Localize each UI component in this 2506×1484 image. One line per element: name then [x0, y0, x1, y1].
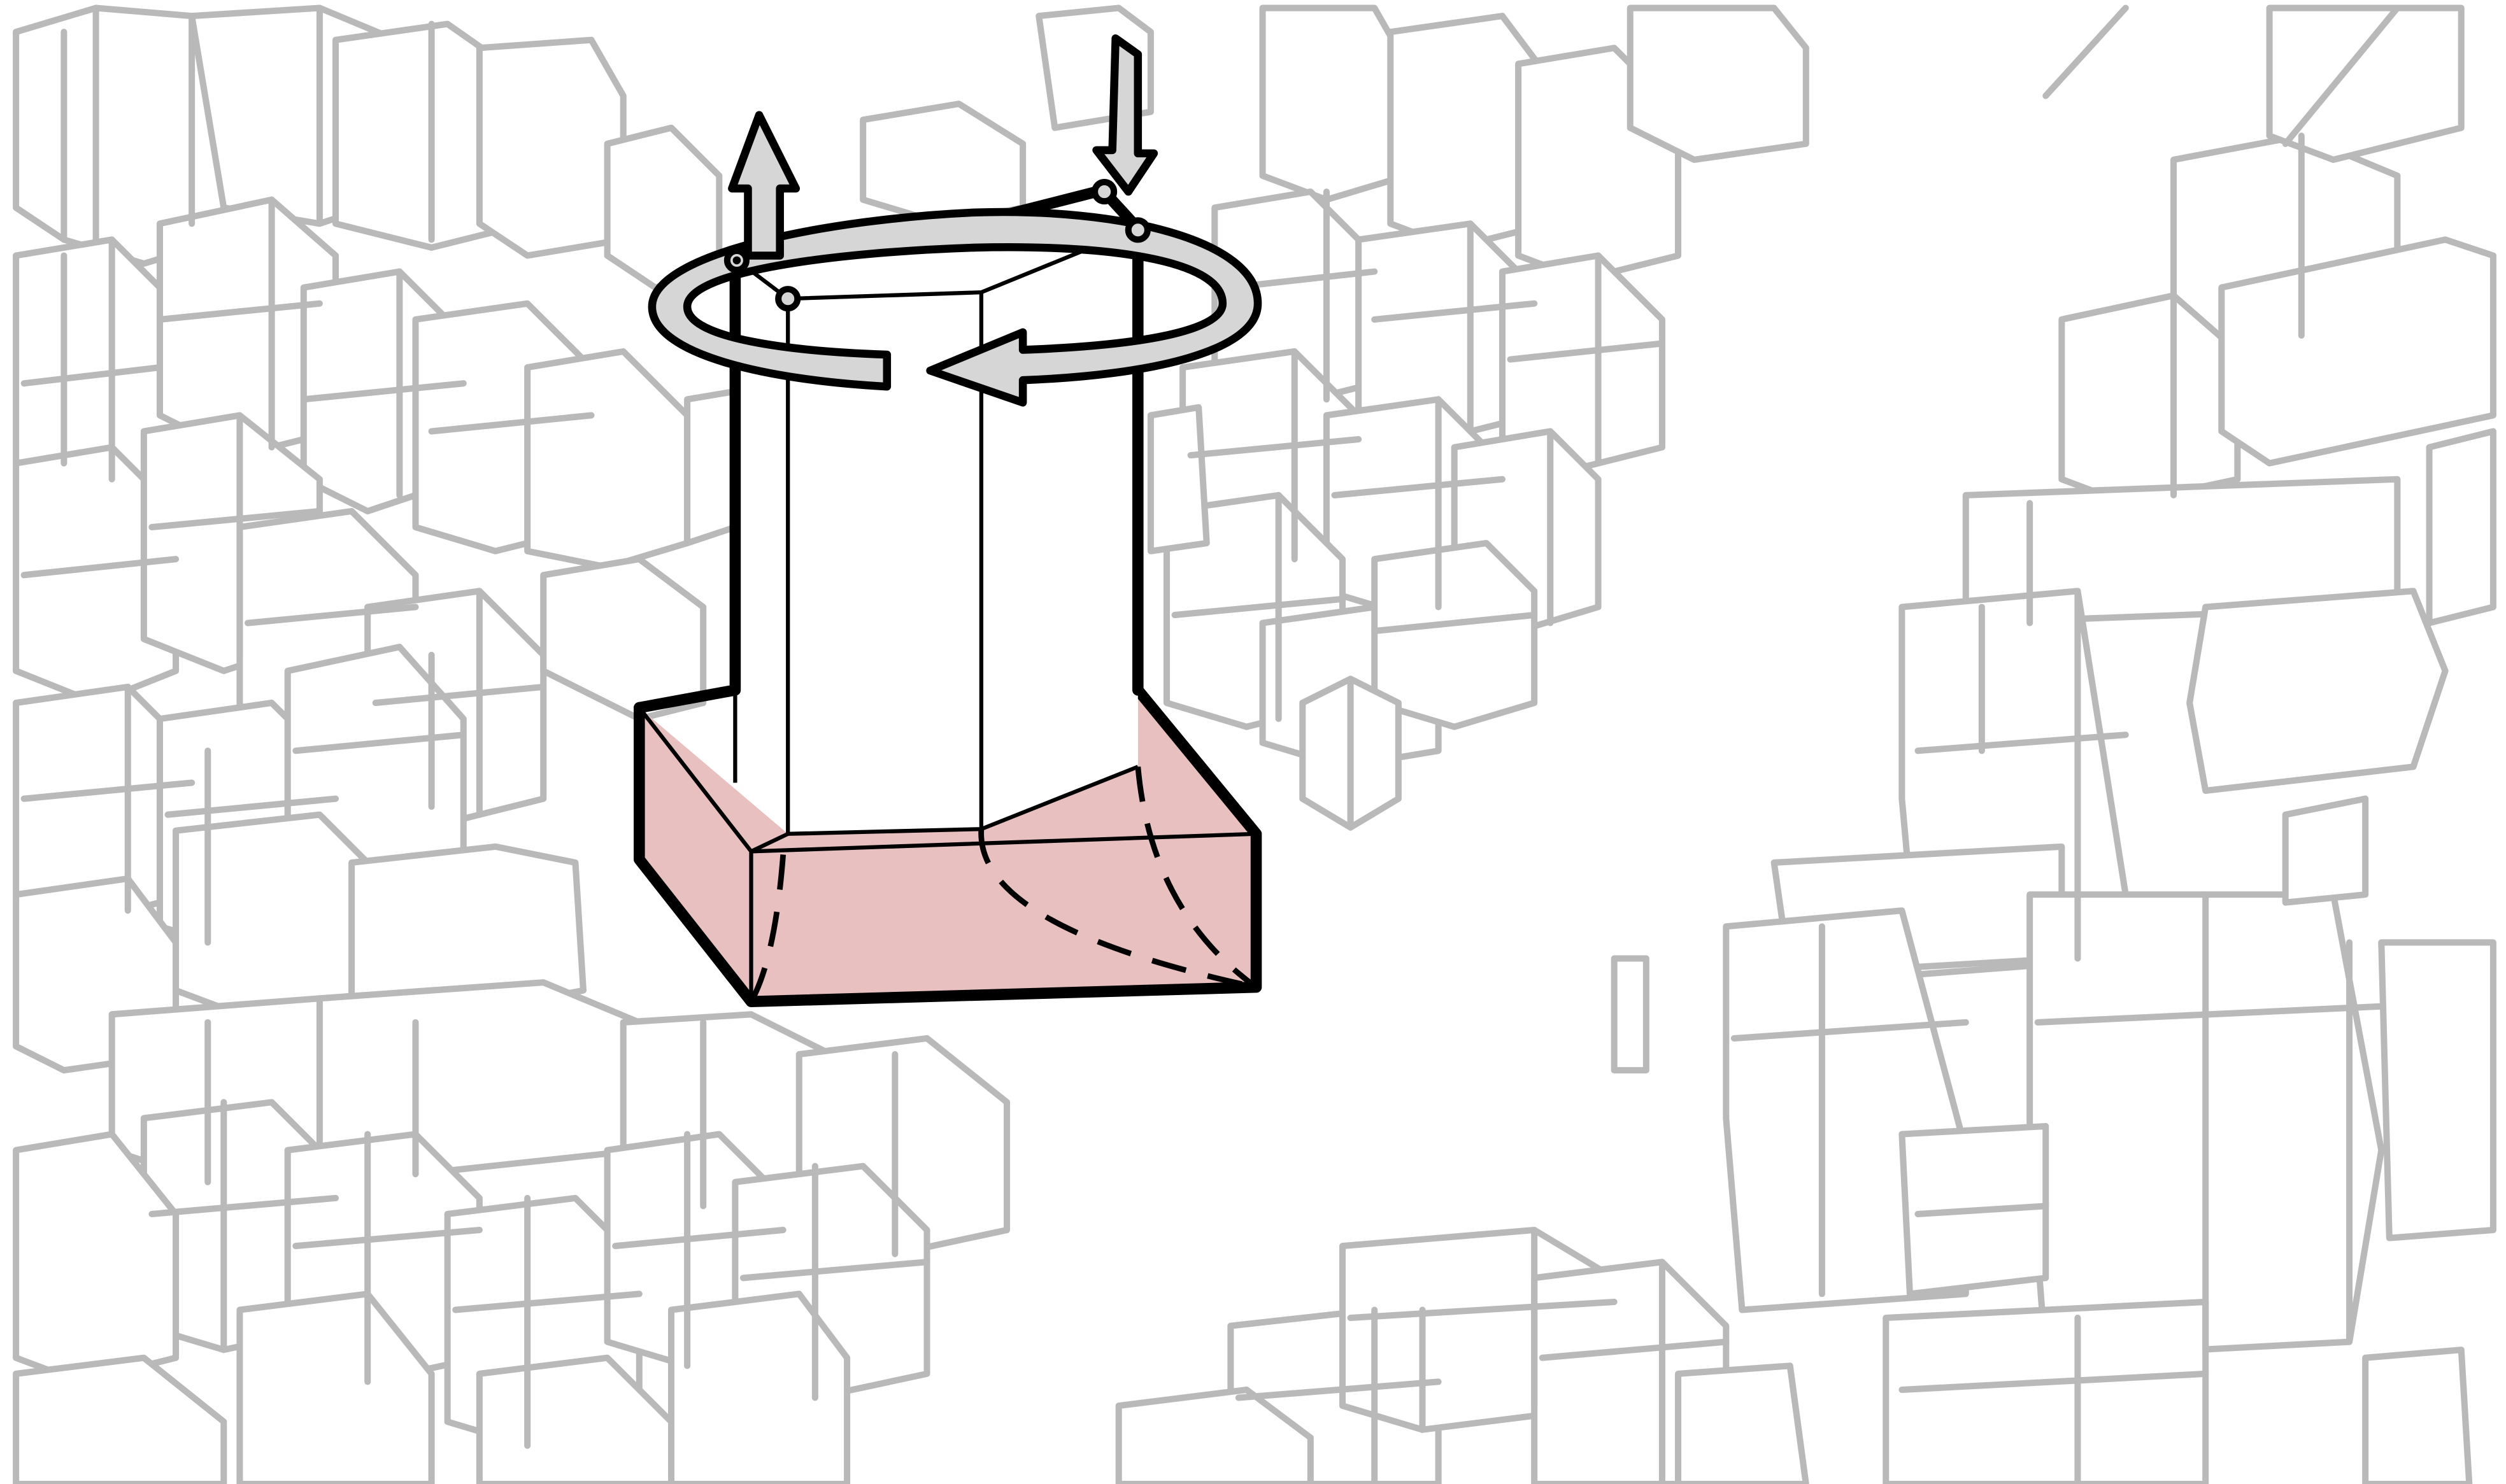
- context-buildings-right: [1726, 8, 2493, 1484]
- tower-volume: [735, 190, 1137, 834]
- context-buildings-lower-left: [16, 982, 1007, 1484]
- context-buildings-upper-left: [16, 8, 735, 1071]
- context-buildings-lower-center: [1119, 1230, 1806, 1484]
